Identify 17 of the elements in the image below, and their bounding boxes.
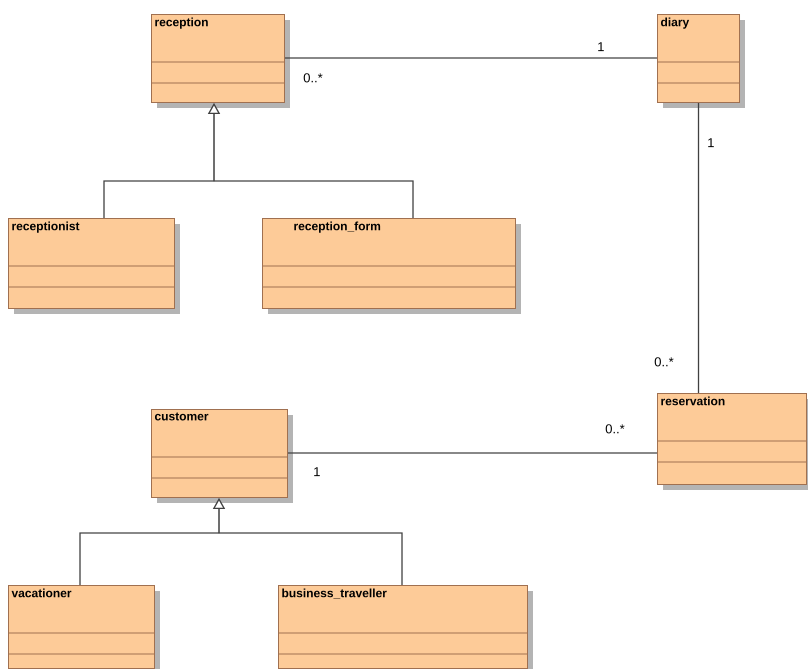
multiplicity-label: 1	[598, 42, 604, 52]
association-line	[698, 103, 700, 393]
class-box: business_traveller	[278, 585, 533, 669]
class-box: reception	[150, 14, 290, 108]
class-box: reservation	[656, 393, 808, 490]
class-box: reception_form	[262, 218, 521, 314]
multiplicity-label: 0..*	[654, 357, 674, 366]
class-box: customer	[150, 409, 293, 503]
multiplicity-label: 1	[314, 467, 320, 476]
association-line	[288, 452, 657, 454]
multiplicity-label: 0..*	[304, 73, 323, 82]
multiplicity-label: 0..*	[606, 424, 625, 434]
class-box: receptionist	[8, 218, 180, 314]
class-box: vacationer	[8, 585, 160, 669]
class-box: diary	[656, 14, 745, 108]
association-line	[285, 57, 657, 59]
multiplicity-label: 1	[708, 138, 714, 148]
